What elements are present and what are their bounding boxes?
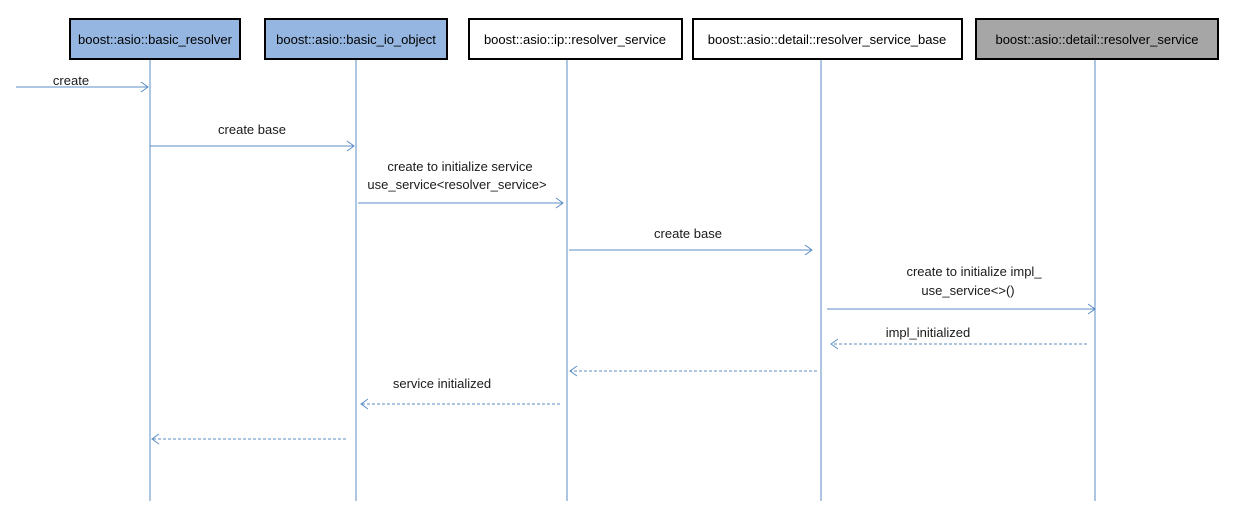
message-create-to-initialize-service: create to initialize service use_service… (358, 159, 564, 209)
message-label-line-2: use_service<>() (921, 283, 1014, 298)
header-label: boost::asio::detail::resolver_service_ba… (708, 32, 946, 47)
lifeline-header-detail-resolver-service: boost::asio::detail::resolver_service (975, 18, 1219, 60)
header-box (69, 18, 241, 60)
arrow-head (804, 244, 813, 256)
message-label: create (53, 73, 89, 88)
message-return-unlabeled-2 (151, 433, 346, 445)
message-create: create (16, 73, 149, 93)
lifeline-header-resolver-service: boost::asio::ip::resolver_service (468, 18, 683, 60)
message-label-line-2: use_service<resolver_service> (367, 177, 546, 192)
arrow-head (360, 398, 369, 410)
message-create-base-1: create base (150, 122, 355, 152)
header-label: boost::asio::detail::resolver_service (995, 32, 1198, 47)
message-label-line-1: create to initialize service (387, 159, 532, 174)
message-label: service initialized (393, 376, 491, 391)
message-label: create base (218, 122, 286, 137)
header-label: boost::asio::basic_io_object (276, 32, 436, 47)
header-label: boost::asio::basic_resolver (78, 32, 233, 47)
message-return-unlabeled-1 (569, 365, 817, 377)
header-box (468, 18, 683, 60)
header-label: boost::asio::ip::resolver_service (484, 32, 666, 47)
message-service-initialized: service initialized (360, 376, 560, 410)
message-create-to-initialize-impl: create to initialize impl_ use_service<>… (827, 264, 1096, 315)
message-label-line-1: create to initialize impl_ (906, 264, 1042, 279)
arrow-head (346, 140, 355, 152)
arrow-head (555, 197, 564, 209)
arrow-head (1087, 303, 1096, 315)
arrow-head (830, 338, 839, 350)
arrow-head (569, 365, 578, 377)
header-box (264, 18, 448, 60)
lifeline-header-basic-resolver: boost::asio::basic_resolver (69, 18, 241, 60)
lifeline-header-resolver-service-base: boost::asio::detail::resolver_service_ba… (692, 18, 963, 60)
arrow-head (151, 433, 160, 445)
header-box (975, 18, 1219, 60)
message-create-base-2: create base (569, 226, 813, 256)
message-impl-initialized: impl_initialized (830, 325, 1087, 350)
header-box (692, 18, 963, 60)
lifeline-header-basic-io-object: boost::asio::basic_io_object (264, 18, 448, 60)
arrow-head (140, 81, 149, 93)
message-label: create base (654, 226, 722, 241)
message-label: impl_initialized (886, 325, 971, 340)
